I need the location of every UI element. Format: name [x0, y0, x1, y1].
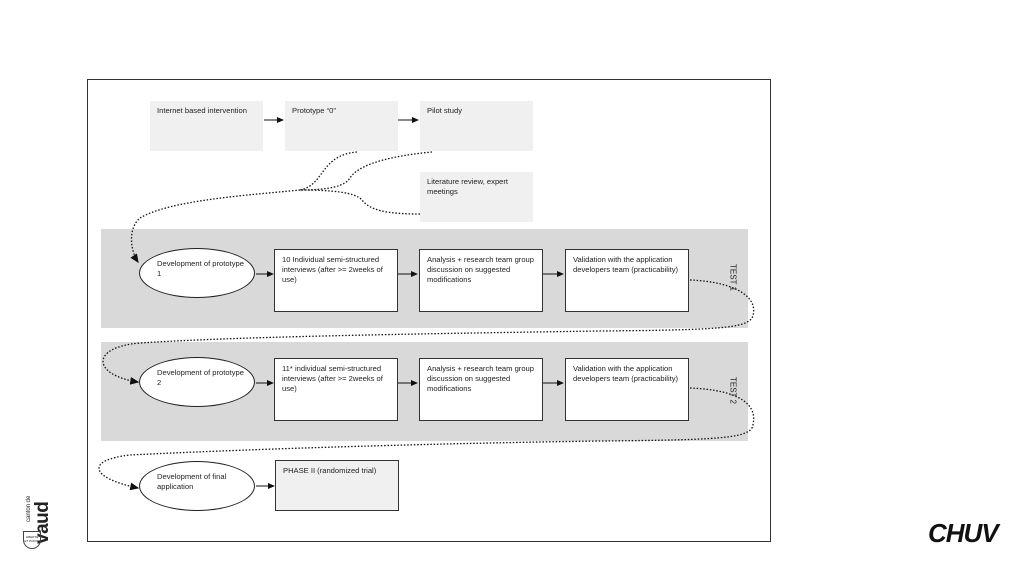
diagram-frame — [87, 79, 771, 542]
dotted-validation1-to-dev2 — [102, 279, 755, 385]
development-prototype-2: Development of prototype 2 — [139, 357, 255, 407]
development-prototype-1: Development of prototype 1 — [139, 248, 255, 298]
test1-analysis-box: Analysis + research team group discussio… — [419, 249, 543, 312]
test2-analysis-box: Analysis + research team group discussio… — [419, 358, 543, 421]
literature-review-box: Literature review, expert meetings — [420, 172, 533, 222]
dotted-from-pilot — [299, 151, 433, 191]
phase-2-box: PHASE II (randomized trial) — [275, 460, 399, 511]
internet-intervention-box: Internet based intervention — [150, 101, 263, 151]
dotted-from-literature — [299, 189, 421, 215]
development-final-application: Development of final application — [139, 461, 255, 511]
test2-interviews-box: 11* individual semi-structured interview… — [274, 358, 398, 421]
dotted-validation2-to-final — [98, 387, 755, 491]
test1-interviews-box: 10 Individual semi-structured interviews… — [274, 249, 398, 312]
canton-vaud-logo: canton de vaud LIBERTE ET PATRIE — [20, 478, 53, 558]
vaud-shield-icon: LIBERTE ET PATRIE — [23, 531, 41, 549]
chuv-logo: CHUV — [928, 518, 999, 548]
dotted-from-prototype0 — [299, 151, 358, 191]
pilot-study-box: Pilot study — [420, 101, 533, 151]
prototype-0-box: Prototype “0” — [285, 101, 398, 151]
dotted-to-dev1 — [130, 189, 301, 264]
test1-validation-box: Validation with the application develope… — [565, 249, 689, 312]
test2-validation-box: Validation with the application develope… — [565, 358, 689, 421]
